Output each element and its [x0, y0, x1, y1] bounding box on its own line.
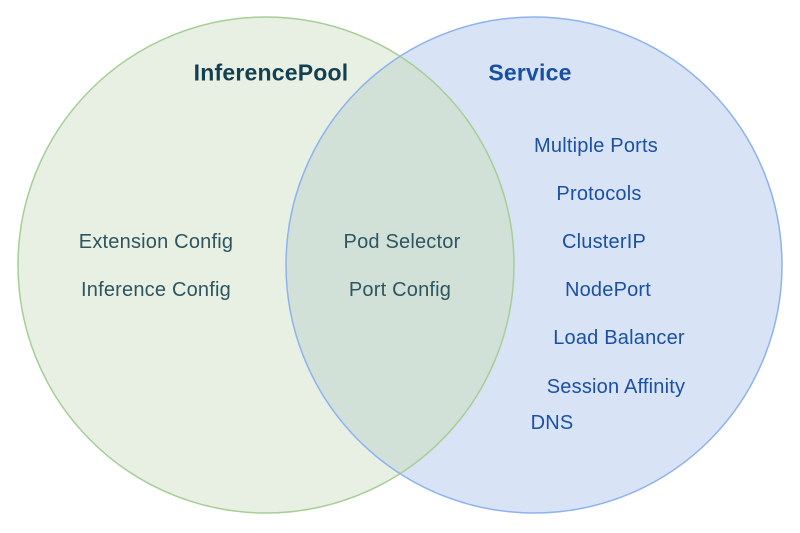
left-item: Extension Config — [78, 231, 234, 253]
intersection-item: Pod Selector — [343, 231, 461, 253]
right-circle-title: Service — [488, 59, 572, 86]
right-item: Load Balancer — [553, 327, 685, 349]
left-item: Inference Config — [81, 279, 231, 301]
right-circle-outline — [285, 16, 783, 514]
left-circle-title: InferencePool — [193, 59, 349, 86]
left-circle-outline — [17, 16, 515, 514]
right-item: DNS — [530, 412, 574, 434]
right-item: Session Affinity — [546, 376, 686, 398]
right-item: ClusterIP — [561, 231, 647, 253]
overlap-region — [286, 17, 514, 513]
right-item: Protocols — [556, 183, 642, 205]
intersection-item: Port Config — [348, 279, 452, 301]
right-item: NodePort — [564, 279, 652, 301]
right-item: Multiple Ports — [534, 135, 658, 157]
